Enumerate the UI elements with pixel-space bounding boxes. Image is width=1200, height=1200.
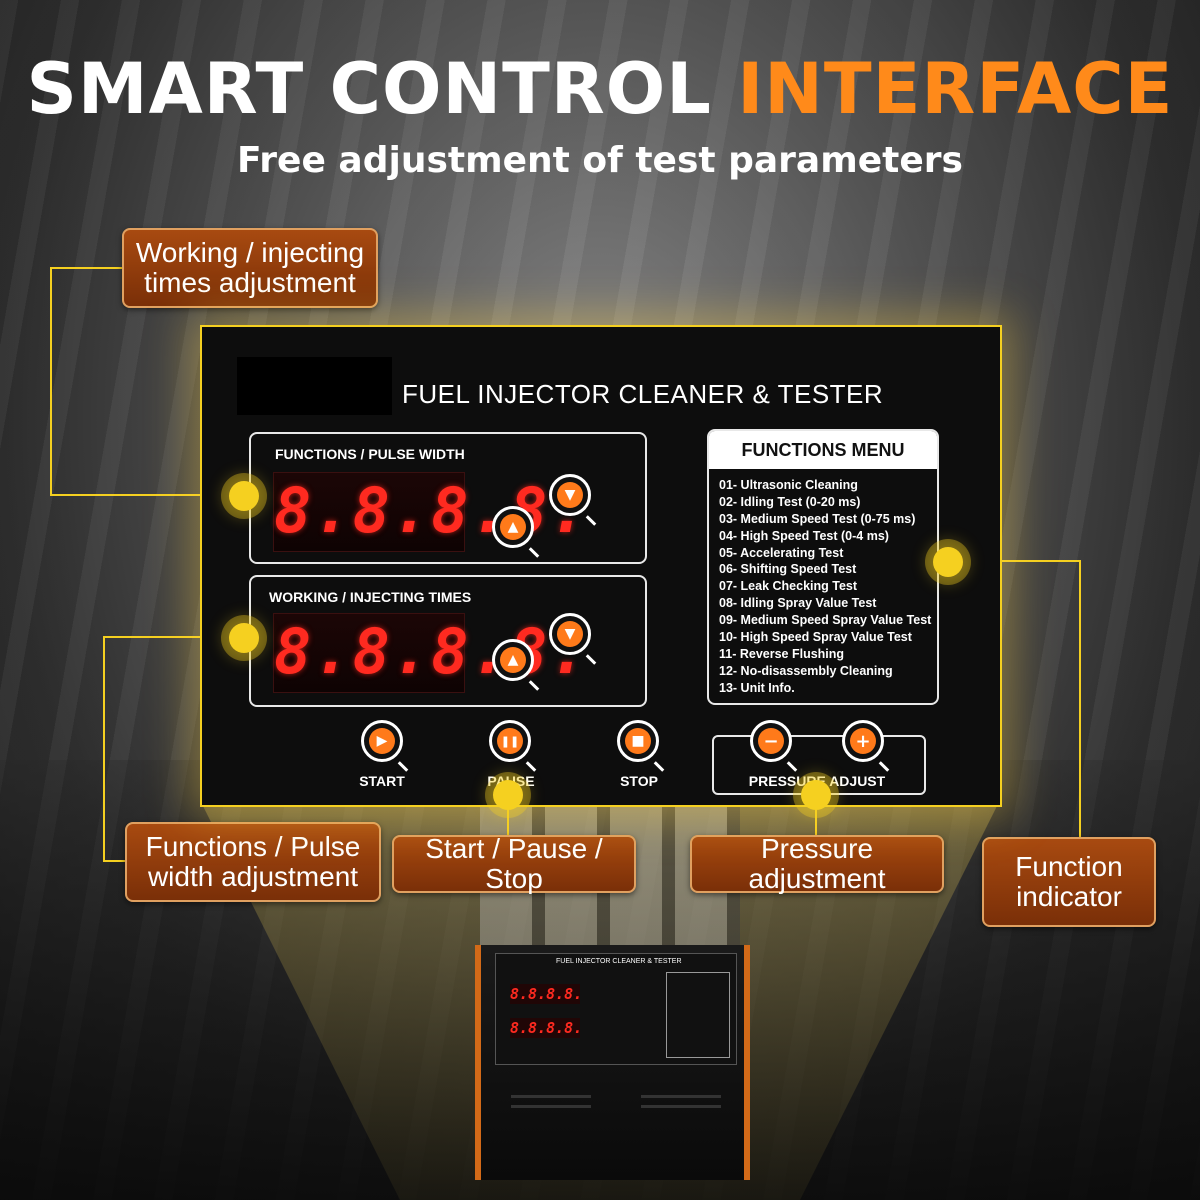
up-icon: ▲ bbox=[500, 647, 526, 673]
indicator-dot bbox=[229, 481, 259, 511]
down-icon: ▼ bbox=[557, 482, 583, 508]
functions-menu-item: 03- Medium Speed Test (0-75 ms) bbox=[719, 511, 916, 526]
functions-box: FUNCTIONS / PULSE WIDTH 8.8.8.8. ▲ ▼ bbox=[249, 432, 647, 564]
vent bbox=[511, 1105, 591, 1108]
functions-menu-item: 10- High Speed Spray Value Test bbox=[719, 630, 912, 645]
connector-line bbox=[50, 267, 125, 269]
working-label: WORKING / INJECTING TIMES bbox=[269, 589, 472, 605]
functions-display: 8.8.8.8. bbox=[273, 472, 587, 552]
minus-icon: − bbox=[758, 728, 784, 754]
connector-line bbox=[50, 494, 230, 496]
working-display: 8.8.8.8. bbox=[273, 613, 587, 693]
vent bbox=[511, 1095, 591, 1098]
functions-menu-list: 01- Ultrasonic Cleaning 02- Idling Test (… bbox=[719, 477, 931, 697]
connector-line bbox=[103, 636, 233, 638]
connector-line bbox=[815, 808, 817, 836]
connector-line bbox=[507, 808, 509, 836]
subheadline: Free adjustment of test parameters bbox=[237, 140, 963, 181]
indicator-dot bbox=[229, 623, 259, 653]
callout-start-pause-stop: Start / Pause / Stop bbox=[392, 833, 636, 894]
connector-line bbox=[1079, 560, 1081, 838]
functions-menu-item: 02- Idling Test (0-20 ms) bbox=[719, 494, 861, 509]
stop-button[interactable]: ■ bbox=[617, 720, 659, 762]
headline: SMART CONTROL INTERFACE bbox=[0, 48, 1200, 130]
panel-title: FUEL INJECTOR CLEANER & TESTER bbox=[402, 379, 884, 409]
connector-line bbox=[103, 860, 125, 862]
machine-illustration: FUEL INJECTOR CLEANER & TESTER 8.8.8.8. … bbox=[475, 945, 750, 1180]
vent bbox=[641, 1105, 721, 1108]
play-icon: ▶ bbox=[369, 728, 395, 754]
vent bbox=[641, 1095, 721, 1098]
indicator-dot bbox=[933, 547, 963, 577]
callout-text: width adjustment bbox=[147, 861, 359, 892]
up-icon: ▲ bbox=[500, 514, 526, 540]
functions-menu-item: 13- Unit Info. bbox=[719, 680, 795, 695]
start-button[interactable]: ▶ bbox=[361, 720, 403, 762]
callout-text: indicator bbox=[1016, 881, 1122, 912]
functions-menu-item: 07- Leak Checking Test bbox=[719, 579, 858, 594]
functions-menu-item: 12- No-disassembly Cleaning bbox=[719, 663, 893, 678]
pressure-decrease-button[interactable]: − bbox=[750, 720, 792, 762]
functions-menu-item: 11- Reverse Flushing bbox=[719, 646, 845, 661]
plus-icon: + bbox=[850, 728, 876, 754]
control-panel: FUEL INJECTOR CLEANER & TESTER FUNCTIONS… bbox=[200, 325, 1002, 807]
mini-panel: FUEL INJECTOR CLEANER & TESTER 8.8.8.8. … bbox=[495, 953, 737, 1065]
headline-main: SMART CONTROL bbox=[26, 48, 738, 130]
functions-menu-item: 08- Idling Spray Value Test bbox=[719, 596, 877, 611]
start-label: START bbox=[359, 773, 405, 789]
working-box: WORKING / INJECTING TIMES 8.8.8.8. ▲ ▼ bbox=[249, 575, 647, 707]
stop-icon: ■ bbox=[625, 728, 651, 754]
functions-menu-item: 05- Accelerating Test bbox=[719, 545, 844, 560]
pressure-increase-button[interactable]: + bbox=[842, 720, 884, 762]
functions-menu-item: 04- High Speed Test (0-4 ms) bbox=[719, 528, 889, 543]
connector-line bbox=[960, 560, 1080, 562]
indicator-dot bbox=[801, 780, 831, 810]
functions-menu: FUNCTIONS MENU 01- Ultrasonic Cleaning 02… bbox=[707, 429, 939, 705]
working-up-button[interactable]: ▲ bbox=[492, 639, 534, 681]
functions-up-button[interactable]: ▲ bbox=[492, 506, 534, 548]
functions-down-button[interactable]: ▼ bbox=[549, 474, 591, 516]
stop-label: STOP bbox=[620, 773, 658, 789]
down-icon: ▼ bbox=[557, 621, 583, 647]
connector-line bbox=[50, 267, 52, 495]
mini-menu bbox=[666, 972, 730, 1058]
functions-menu-item: 06- Shifting Speed Test bbox=[719, 562, 857, 577]
pause-button[interactable]: ❚❚ bbox=[489, 720, 531, 762]
callout-pressure: Pressure adjustment bbox=[690, 833, 944, 894]
connector-line bbox=[103, 636, 105, 861]
pause-icon: ❚❚ bbox=[497, 728, 523, 754]
headline-accent: INTERFACE bbox=[737, 48, 1174, 130]
working-down-button[interactable]: ▼ bbox=[549, 613, 591, 655]
callout-text: Functions / Pulse bbox=[145, 830, 361, 862]
logo-redacted bbox=[237, 357, 392, 415]
mini-panel-title: FUEL INJECTOR CLEANER & TESTER bbox=[556, 958, 682, 965]
callout-text: Function bbox=[1015, 850, 1123, 882]
functions-menu-item: 09- Medium Speed Spray Value Test bbox=[719, 613, 932, 628]
functions-menu-title: FUNCTIONS MENU bbox=[709, 431, 937, 469]
callout-text: times adjustment bbox=[144, 267, 356, 298]
indicator-dot bbox=[493, 780, 523, 810]
functions-menu-item: 01- Ultrasonic Cleaning bbox=[719, 478, 858, 492]
functions-label: FUNCTIONS / PULSE WIDTH bbox=[275, 446, 465, 462]
mini-display-functions: 8.8.8.8. bbox=[510, 984, 583, 1004]
callout-text: Working / injecting bbox=[135, 236, 365, 268]
mini-display-working: 8.8.8.8. bbox=[510, 1018, 583, 1038]
